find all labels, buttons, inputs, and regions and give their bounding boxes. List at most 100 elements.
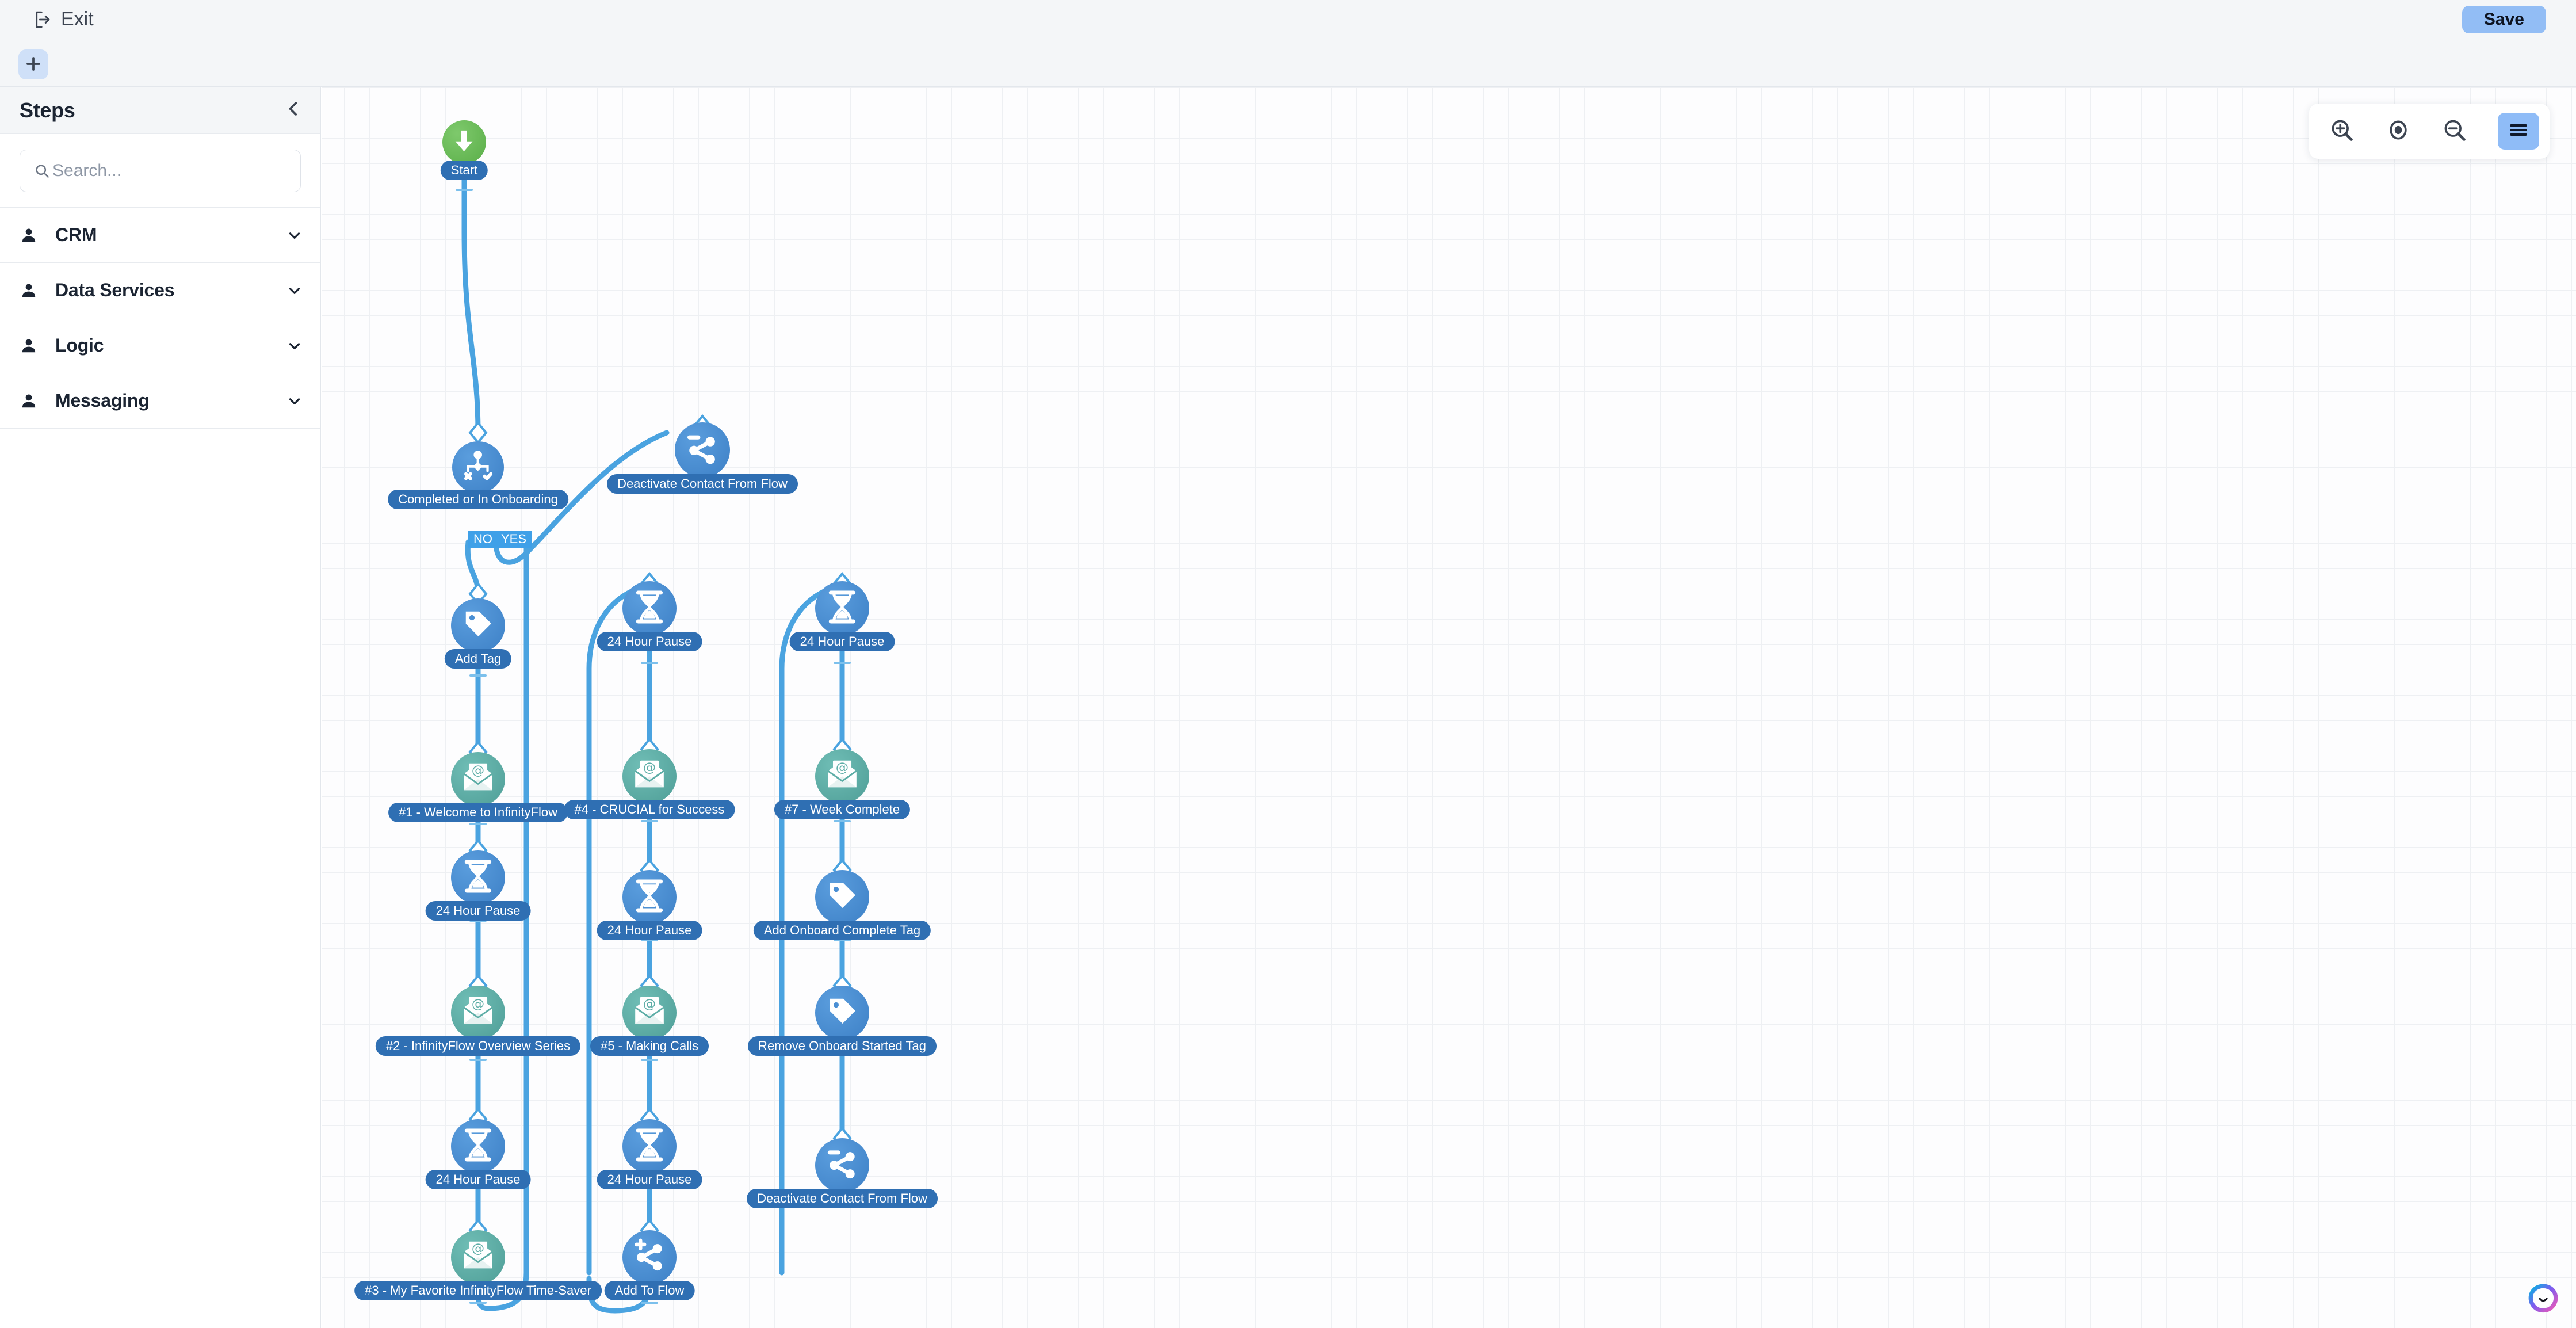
chevron-down-icon[interactable] (286, 227, 303, 244)
assistant-widget-button[interactable] (2527, 1282, 2560, 1315)
flow-canvas[interactable]: Start Completed or In Onboarding Deactiv… (322, 87, 2576, 1328)
exit-arrow-icon (33, 10, 53, 29)
flow-node-label: Deactivate Contact From Flow (747, 1189, 938, 1208)
add-toolbar (0, 39, 2576, 87)
hourglass-icon (631, 1127, 668, 1166)
flow-node-label: 24 Hour Pause (597, 921, 702, 940)
person-icon (20, 226, 43, 245)
hourglass-icon (460, 1127, 496, 1166)
flow-node-p3a[interactable]: 24 Hour Pause (425, 1119, 531, 1199)
tag-icon (825, 994, 859, 1031)
tag-icon (461, 607, 495, 643)
flow-node-tagdone[interactable]: Add Onboard Complete Tag (753, 870, 931, 949)
email-at-icon: @ (632, 993, 667, 1032)
flow-node-p2b[interactable]: 24 Hour Pause (597, 870, 702, 949)
chevron-down-icon[interactable] (286, 392, 303, 410)
decision-branch-icon (461, 449, 495, 486)
flow-node-em4[interactable]: @ #4 - CRUCIAL for Success (564, 749, 735, 829)
search-box[interactable] (20, 150, 301, 192)
flow-node-label: Completed or In Onboarding (388, 490, 568, 509)
person-icon (20, 392, 43, 410)
flow-node-p3b[interactable]: 24 Hour Pause (597, 1119, 702, 1199)
exit-label: Exit (61, 8, 94, 30)
chevron-down-icon[interactable] (286, 337, 303, 354)
flow-node-p1a[interactable]: 24 Hour Pause (597, 581, 702, 661)
node-icon-circle: @ (622, 749, 677, 803)
email-at-icon: @ (460, 993, 496, 1032)
flow-node-label: Start (440, 161, 488, 180)
search-input[interactable] (52, 161, 300, 181)
flow-node-em3[interactable]: @ #3 - My Favorite InfinityFlow Time-Sav… (354, 1230, 602, 1310)
flow-node-deact1[interactable]: Deactivate Contact From Flow (607, 422, 798, 503)
flow-node-em7[interactable]: @ #7 - Week Complete (774, 749, 911, 829)
node-icon-circle (451, 850, 505, 905)
canvas-menu-button[interactable] (2498, 113, 2539, 150)
flow-node-addtag[interactable]: Add Tag (444, 598, 512, 678)
tag-icon (825, 879, 859, 915)
flow-node-decision[interactable]: Completed or In Onboarding (388, 441, 568, 518)
svg-text:@: @ (472, 763, 484, 778)
sidebar-header: Steps (0, 87, 320, 134)
flow-node-addflow[interactable]: Add To Flow (604, 1230, 695, 1310)
flow-node-label: #4 - CRUCIAL for Success (564, 800, 735, 819)
exit-button[interactable]: Exit (33, 8, 94, 30)
flow-node-label: #5 - Making Calls (590, 1036, 709, 1056)
chevron-down-icon[interactable] (286, 282, 303, 299)
zoom-in-icon (2329, 117, 2355, 146)
flow-node-label: Deactivate Contact From Flow (607, 474, 798, 494)
edge-connector-diamond[interactable] (468, 421, 488, 445)
node-icon-circle: @ (451, 986, 505, 1040)
plus-icon (25, 55, 42, 74)
flow-node-p1b[interactable]: 24 Hour Pause (789, 581, 895, 661)
node-icon-circle (452, 441, 504, 493)
flow-node-label: #3 - My Favorite InfinityFlow Time-Saver (354, 1281, 602, 1300)
email-at-icon: @ (824, 757, 860, 795)
canvas-zoom-toolbar (2309, 104, 2550, 159)
flow-node-label: 24 Hour Pause (425, 1170, 531, 1189)
sidebar-item-messaging[interactable]: Messaging (0, 373, 320, 429)
svg-text:@: @ (836, 760, 849, 775)
recenter-button[interactable] (2385, 118, 2411, 144)
flow-node-em5[interactable]: @ #5 - Making Calls (590, 986, 709, 1065)
sidebar-item-data-services[interactable]: Data Services (0, 263, 320, 318)
svg-text:@: @ (643, 997, 656, 1012)
node-icon-circle (815, 581, 869, 635)
chevron-left-icon (284, 99, 303, 121)
email-at-icon: @ (460, 760, 496, 798)
flow-node-start[interactable]: Start (440, 120, 488, 189)
save-button[interactable]: Save (2462, 6, 2546, 33)
flow-node-deact2[interactable]: Deactivate Contact From Flow (747, 1138, 938, 1218)
sidebar-item-logic[interactable]: Logic (0, 318, 320, 373)
node-icon-circle (451, 598, 505, 652)
zoom-in-button[interactable] (2329, 118, 2355, 144)
branch-badge-yes[interactable]: YES (496, 531, 532, 548)
hourglass-icon (631, 589, 668, 628)
flow-node-tagrm[interactable]: Remove Onboard Started Tag (748, 986, 937, 1065)
branch-badge-no[interactable]: NO (468, 531, 498, 548)
flow-node-label: #1 - Welcome to InfinityFlow (388, 803, 568, 822)
svg-text:@: @ (643, 760, 656, 775)
sidebar-collapse-button[interactable] (284, 101, 303, 120)
flow-node-label: #2 - InfinityFlow Overview Series (375, 1036, 581, 1056)
assistant-chat-icon (2527, 1284, 2560, 1318)
sidebar-item-label: CRM (55, 224, 97, 245)
flow-node-label: Remove Onboard Started Tag (748, 1036, 937, 1056)
share-minus-icon (684, 430, 720, 470)
flow-node-em1[interactable]: @ #1 - Welcome to InfinityFlow (388, 752, 568, 831)
node-icon-circle (815, 986, 869, 1040)
node-icon-circle (451, 1119, 505, 1173)
hourglass-icon (460, 858, 496, 898)
zoom-out-button[interactable] (2441, 118, 2468, 144)
add-step-button[interactable] (18, 49, 48, 79)
node-icon-circle (815, 870, 869, 924)
flow-node-label: Add To Flow (604, 1281, 695, 1300)
flow-node-em2[interactable]: @ #2 - InfinityFlow Overview Series (375, 986, 581, 1065)
sidebar-item-crm[interactable]: CRM (0, 208, 320, 263)
flow-node-label: 24 Hour Pause (597, 632, 702, 651)
sidebar-search-section (0, 134, 320, 208)
flow-node-p2a[interactable]: 24 Hour Pause (425, 850, 531, 930)
node-icon-circle (815, 1138, 869, 1192)
node-icon-circle: @ (451, 752, 505, 806)
